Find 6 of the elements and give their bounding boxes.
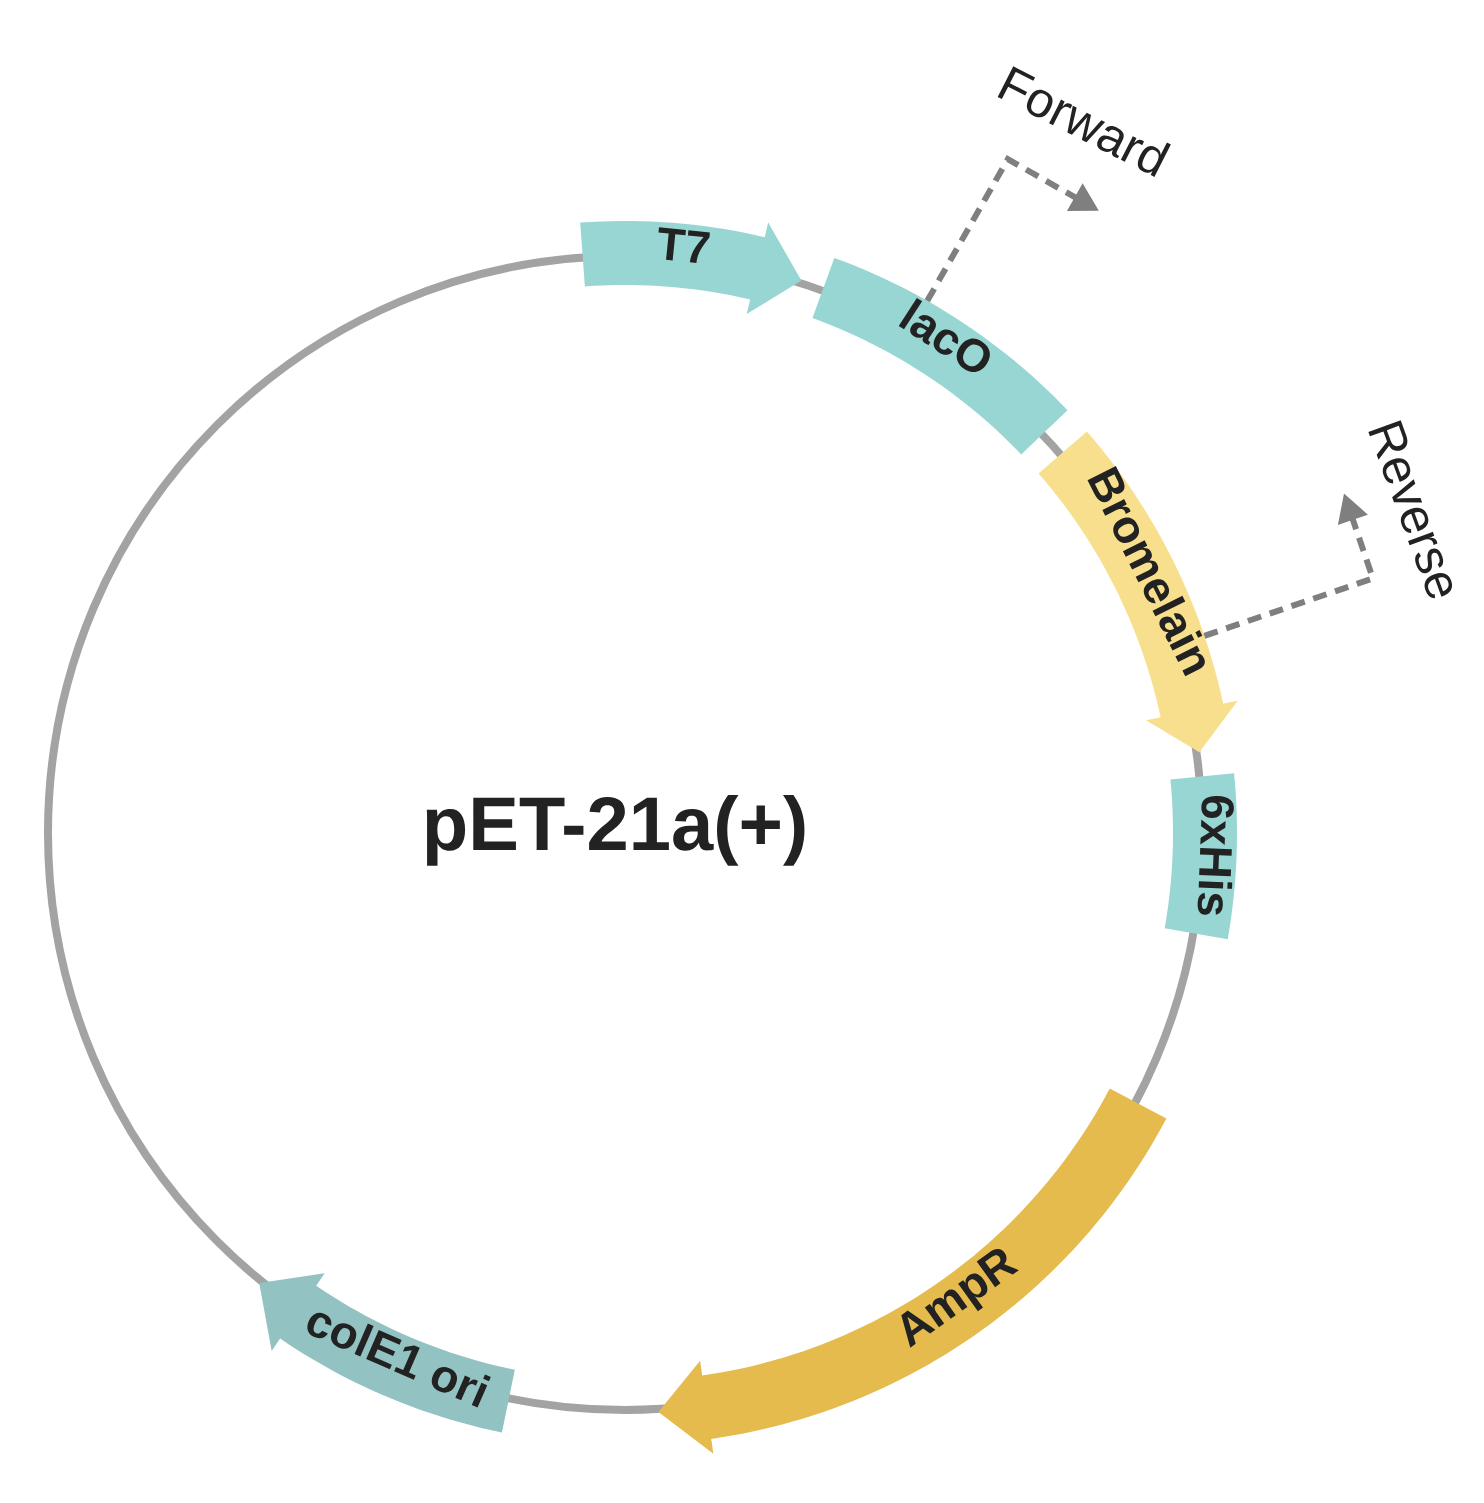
directional-feature: colE1 ori — [259, 1273, 515, 1433]
directional-feature: T7 — [580, 221, 802, 315]
title: pET-21a(+) — [426, 794, 805, 866]
primer-label: Reverse — [1368, 420, 1453, 599]
feature-box: 6xHis — [1164, 773, 1237, 940]
feature-box: lacO — [812, 257, 1068, 455]
